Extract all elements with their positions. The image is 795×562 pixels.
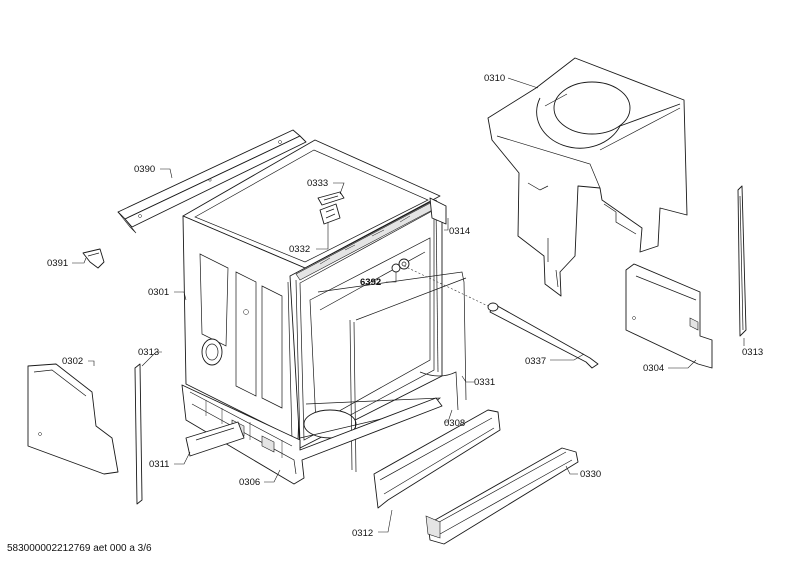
part-0302-side-panel [27, 363, 119, 475]
label-0310: 0310 [484, 73, 505, 84]
part-0308-drain-hose [419, 371, 459, 411]
label-0391: 0391 [47, 258, 68, 269]
part-0304-side-panel [625, 263, 713, 369]
label-0390: 0390 [134, 164, 155, 175]
label-0314: 0314 [449, 226, 470, 237]
part-0313-right-strip [737, 185, 747, 337]
label-0311: 0311 [149, 459, 169, 470]
part-6392-fitting [391, 258, 410, 273]
label-0306: 0306 [239, 477, 260, 488]
part-0391-clip [82, 248, 105, 269]
label-0304: 0304 [643, 363, 664, 374]
part-0313-left-strip [134, 363, 143, 505]
label-0332: 0332 [289, 244, 310, 255]
label-0302: 0302 [62, 356, 83, 367]
label-0312: 0312 [352, 528, 373, 539]
part-0314-frame-strip [429, 197, 447, 225]
label-0301: 0301 [148, 287, 169, 298]
label-0313-left: 0313 [138, 347, 159, 358]
part-0310-insulation-hood [487, 57, 688, 297]
label-0337: 0337 [525, 356, 546, 367]
label-0333: 0333 [307, 178, 328, 189]
part-0390-top-bracket [117, 129, 307, 234]
label-0330: 0330 [580, 469, 601, 480]
part-0311-base-panel [185, 421, 245, 457]
part-0332-latch [319, 203, 341, 225]
leader-lines [72, 77, 745, 533]
label-0313-right: 0313 [742, 347, 763, 358]
label-0308: 0308 [444, 418, 465, 429]
part-0333-hinge [317, 191, 345, 206]
label-0331: 0331 [474, 377, 495, 388]
part-0330-lower-rail [425, 447, 579, 545]
part-labels: 0310 0390 0333 0332 0314 0391 0301 6392 … [47, 73, 763, 539]
part-0312-kick-plate [373, 409, 501, 509]
document-id: 583000002212769 aet 000 a 3/6 [7, 543, 152, 554]
part-0337-rod [403, 265, 599, 369]
label-6392: 6392 [360, 277, 381, 288]
